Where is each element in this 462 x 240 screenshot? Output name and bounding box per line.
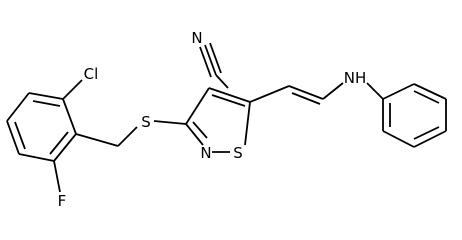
bond-vinyl-nh bbox=[322, 82, 344, 100]
bond-ph4-5-inner bbox=[413, 126, 440, 140]
atom-ring-s: S bbox=[233, 144, 243, 162]
bond-ph1-2 bbox=[382, 83, 415, 100]
chemical-structure-diagram: N Cl S NH N S F bbox=[6, 29, 447, 210]
bond-ar6-f bbox=[53, 160, 61, 193]
bond-nitrile-triple-b bbox=[209, 42, 222, 74]
bond-c4-c5 bbox=[208, 87, 251, 103]
atom-chlorine: Cl bbox=[84, 65, 99, 83]
bond-c5-s bbox=[244, 101, 251, 146]
bond-ar3-4 bbox=[6, 92, 30, 122]
bond-ph4-5 bbox=[413, 130, 447, 148]
bond-nh-ph bbox=[366, 82, 384, 100]
atom-thioether-s: S bbox=[141, 113, 151, 131]
bond-nitrile-triple-c bbox=[199, 46, 212, 78]
atom-nitrile-n: N bbox=[191, 29, 202, 47]
bond-nitrile-triple-a bbox=[204, 44, 217, 76]
bond-ar4-5 bbox=[6, 120, 20, 155]
bond-vinyl-double bbox=[288, 85, 324, 100]
bond-ar2-cl bbox=[62, 79, 83, 100]
atom-labels: N Cl S NH N S F bbox=[58, 29, 367, 210]
bond-ar1-2 bbox=[62, 98, 77, 135]
bond-ar2-3-inner bbox=[32, 100, 61, 107]
atom-fluorine: F bbox=[58, 192, 67, 210]
bond-ar5-6 bbox=[18, 153, 55, 162]
bond-s-ch2 bbox=[117, 126, 138, 147]
bond-c3-s bbox=[153, 120, 187, 125]
bond-c4-c3 bbox=[185, 87, 210, 125]
bond-ar4-5-inner bbox=[14, 121, 26, 150]
bond-ch2-aryl bbox=[75, 133, 119, 147]
bond-ar6-1-inner bbox=[49, 131, 69, 155]
bond-c5-vinyl bbox=[249, 85, 290, 103]
bond-c4-cn bbox=[215, 74, 229, 89]
bond-ar2-3 bbox=[28, 92, 64, 100]
bond-vinyl-double-inner bbox=[291, 92, 321, 105]
bond-n-c3 bbox=[185, 123, 204, 146]
bonds bbox=[6, 42, 447, 193]
atom-ring-n: N bbox=[200, 144, 211, 162]
bond-ar6-1 bbox=[53, 133, 77, 162]
bond-n-c3-inner bbox=[192, 121, 208, 139]
bond-ph5-6 bbox=[382, 130, 415, 148]
molecule-canvas: N Cl S NH N S F bbox=[6, 29, 447, 210]
atom-amine-nh: NH bbox=[344, 69, 367, 87]
bond-c4-c5-inner bbox=[211, 94, 246, 107]
bond-ph2-3-inner bbox=[413, 90, 440, 104]
bond-ph2-3 bbox=[413, 83, 447, 100]
